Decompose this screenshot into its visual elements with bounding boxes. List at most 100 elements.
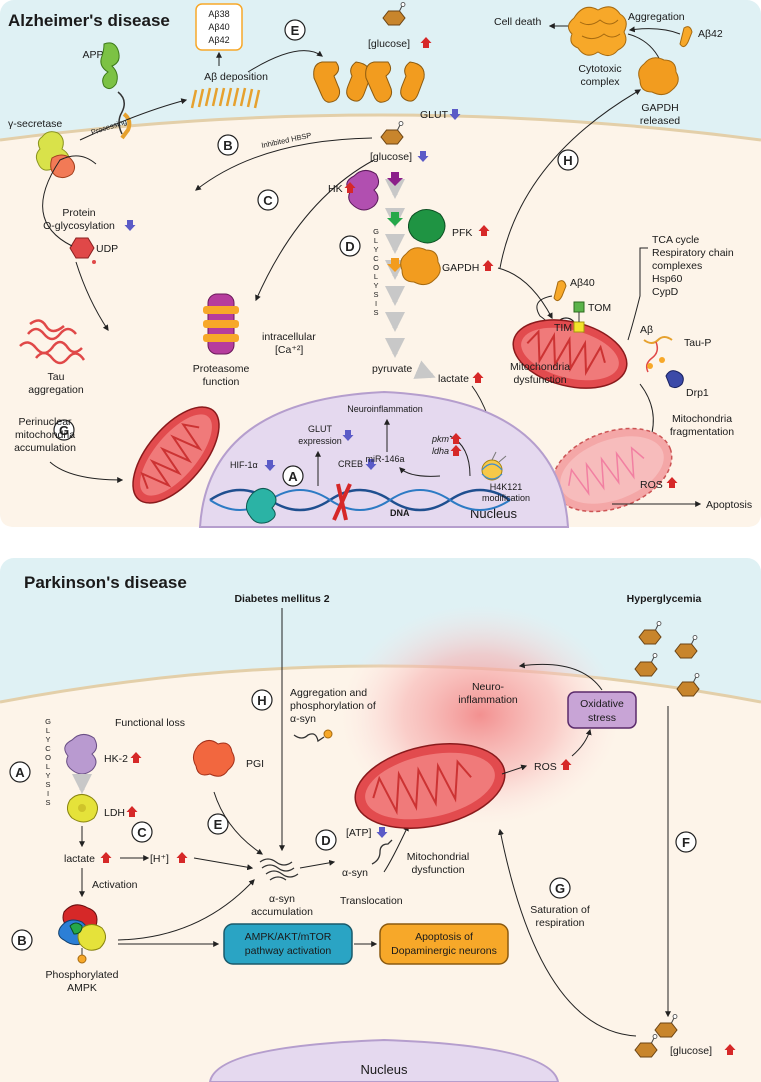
- svg-text:S: S: [45, 780, 50, 789]
- creb-block-icon: [332, 483, 352, 521]
- ampk-complex: [58, 904, 106, 964]
- ad-letter-e: E: [291, 23, 300, 38]
- ad-apoptosis: Apoptosis: [706, 499, 752, 511]
- svg-text:I: I: [375, 299, 377, 308]
- svg-text:C: C: [45, 744, 51, 753]
- pd-letter-c: C: [137, 825, 147, 840]
- dm2-label: Diabetes mellitus 2: [234, 593, 329, 605]
- gapdh-enzyme: [400, 247, 441, 286]
- protein-og-1: Protein: [62, 207, 95, 219]
- aggphos-3: α-syn: [290, 713, 316, 725]
- cell-death: Cell death: [494, 16, 541, 28]
- ca-1: intracellular: [262, 331, 316, 343]
- neuroinflammation-ad: Neuroinflammation: [347, 404, 423, 414]
- histone-icon: [481, 451, 507, 481]
- tca-1: TCA cycle: [652, 234, 699, 246]
- translocation-label: Translocation: [340, 895, 403, 907]
- aggphos-1: Aggregation and: [290, 687, 367, 699]
- abeta-fibrils: [190, 87, 261, 109]
- asyn-acc-2: accumulation: [251, 906, 313, 918]
- activation-label: Activation: [92, 879, 138, 891]
- h4k-2: modification: [482, 493, 530, 503]
- hk-step-icon: [387, 172, 403, 186]
- mitochondrion-dysfunctional: [512, 319, 628, 389]
- ampk-pathway-box: [223, 923, 353, 965]
- tau-agg-1: Tau: [48, 371, 65, 383]
- svg-text:S: S: [45, 798, 50, 807]
- asyn-acc-1: α-syn: [269, 893, 295, 905]
- ad-ros: ROS: [640, 479, 663, 491]
- aggphos-2: phosphorylation of: [290, 700, 376, 712]
- gapdh-label: GAPDH: [442, 262, 479, 274]
- pd-letter-b: B: [17, 933, 26, 948]
- atp-label: [ATP]: [346, 827, 372, 839]
- app-protein: [100, 42, 120, 90]
- tau-agg-2: aggregation: [28, 384, 84, 396]
- ab40-label: Aβ40: [570, 277, 595, 289]
- ldh-label: LDH: [104, 807, 125, 819]
- tim-icon: [573, 321, 585, 333]
- svg-text:C: C: [373, 254, 379, 263]
- drp1-label: Drp1: [686, 387, 709, 399]
- hif-label: HIF-1α: [230, 460, 258, 470]
- mitochondrion-fragmented: [551, 427, 673, 513]
- ad-panel: Alzheimer's disease Aβ38 Aβ40 Aβ42 Aβ de…: [0, 0, 761, 528]
- tau-fibrils: [19, 319, 86, 365]
- gapdh-released-2: released: [640, 115, 680, 127]
- h-label: [H⁺]: [150, 853, 169, 865]
- apop-box-1: Apoptosis of: [415, 931, 473, 943]
- hyper-label: Hyperglycemia: [627, 593, 702, 605]
- tim-label: TIM: [554, 322, 572, 334]
- svg-text:Y: Y: [373, 245, 378, 254]
- hk-label: HK: [328, 183, 343, 195]
- svg-text:S: S: [373, 308, 378, 317]
- pd-panel: Parkinson's disease Diabetes mellitus 2 …: [0, 558, 761, 1082]
- pd-letter-h: H: [257, 693, 266, 708]
- ampk-box-2: pathway activation: [245, 945, 332, 957]
- protein-og-2: O-glycosylation: [43, 220, 115, 232]
- ad-title: Alzheimer's disease: [8, 11, 170, 30]
- saturation-2: respiration: [535, 917, 584, 929]
- cytotoxic-label-1: Cytotoxic: [578, 63, 621, 75]
- ad-letter-b: B: [223, 138, 232, 153]
- functional-loss: Functional loss: [115, 717, 185, 729]
- pfk-enzyme: [408, 209, 446, 244]
- svg-text:G: G: [45, 717, 51, 726]
- ab42-label: Aβ42: [698, 28, 723, 40]
- abeta-box: [195, 3, 243, 51]
- mito-frag-2: fragmentation: [670, 426, 734, 438]
- neuro-2: inflammation: [458, 694, 518, 706]
- proteasome: [203, 293, 239, 355]
- pfk-step-icon: [387, 212, 403, 226]
- mito-frag-1: Mitochondria: [672, 413, 732, 425]
- dna-label: DNA: [390, 508, 410, 518]
- glut-exp-1: GLUT: [308, 424, 333, 434]
- app-label: APP: [82, 49, 103, 61]
- udp-label: UDP: [96, 243, 118, 255]
- mito-dys-2: dysfunction: [513, 374, 566, 386]
- cytotoxic-complex: [568, 6, 627, 56]
- abeta-42: Aβ42: [208, 35, 229, 45]
- ad-letter-d: D: [345, 239, 354, 254]
- pd-title: Parkinson's disease: [24, 573, 187, 592]
- ad-nucleus: [198, 390, 570, 528]
- aggregation-label: Aggregation: [628, 11, 685, 23]
- pd-mitochondrion: [354, 743, 506, 829]
- pd-mito-dys-1: Mitochondrial: [407, 851, 469, 863]
- pd-nucleus: [208, 1038, 560, 1082]
- tca-2: Respiratory chain: [652, 247, 734, 259]
- svg-text:Y: Y: [45, 735, 50, 744]
- svg-text:G: G: [373, 227, 379, 236]
- proteasome-1: Proteasome: [193, 363, 250, 375]
- gapdh-released-1: GAPDH: [641, 102, 678, 114]
- tca-5: CypD: [652, 286, 679, 298]
- udp-hexagon: [69, 237, 95, 259]
- oxstress-1: Oxidative: [580, 698, 624, 710]
- abeta-40: Aβ40: [208, 22, 229, 32]
- mito-dys-1: Mitochondria: [510, 361, 570, 373]
- apoptosis-box: [379, 923, 509, 965]
- proteasome-2: function: [203, 376, 240, 388]
- pd-glucose: [glucose]: [670, 1045, 712, 1057]
- perinuclear-2: mitochondria: [15, 429, 75, 441]
